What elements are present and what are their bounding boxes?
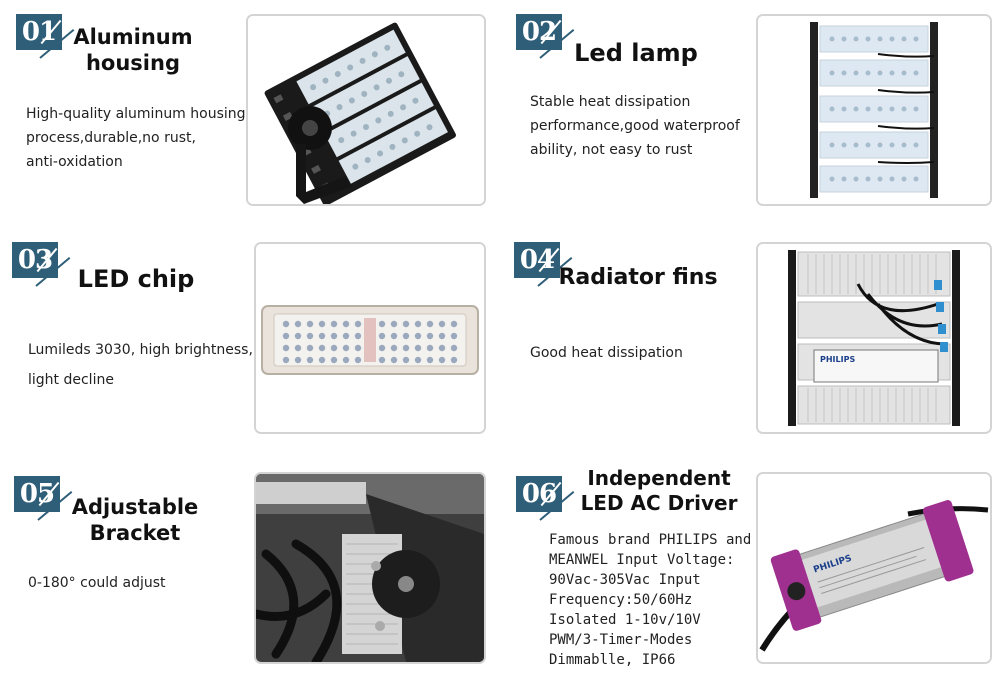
feature-title-line: Independent <box>587 466 731 490</box>
description-line: anti-oxidation <box>26 154 123 170</box>
feature-number-badge: 06 <box>516 476 562 512</box>
description-line: performance,good waterproof <box>530 118 740 134</box>
feature-title-line: Adjustable <box>71 495 199 519</box>
radiator-fins-photo-icon: PHILIPS <box>758 244 990 432</box>
feature-title-line: Aluminum <box>73 25 193 49</box>
description-line: Dimmablle, IP66 <box>549 652 676 668</box>
description-line: Good heat dissipation <box>530 345 683 361</box>
description-line: 0-180° could adjust <box>28 575 166 591</box>
floodlight-housing-photo-icon <box>248 16 484 204</box>
led-ac-driver-photo-icon: PHILIPS <box>758 474 990 662</box>
description-line: Stable heat dissipation <box>530 94 691 110</box>
description-line: Lumileds 3030, high brightness, <box>28 342 253 358</box>
description-line: 90Vac-305Vac Input <box>549 572 701 588</box>
description-line: process,durable,no rust, <box>26 130 196 146</box>
feature-image-frame: PHILIPS <box>756 242 992 434</box>
feature-title-line: Bracket <box>89 521 181 546</box>
feature-description: Stable heat dissipation performance,good… <box>530 90 756 162</box>
led-chip-board-photo-icon <box>256 244 484 432</box>
description-line: MEANWEL Input Voltage: <box>549 552 735 568</box>
feature-description: 0-180° could adjust <box>28 571 248 595</box>
feature-title-line: LED AC Driver <box>580 491 738 515</box>
feature-title: Independent LED AC Driver <box>574 466 744 516</box>
description-line: ability, not easy to rust <box>530 142 693 158</box>
led-module-stack-photo-icon <box>758 16 990 204</box>
driver-label-text: PHILIPS <box>820 355 855 364</box>
description-line: High-quality aluminum housing <box>26 106 246 122</box>
feature-number-badge: 04 <box>514 242 560 278</box>
feature-title: Radiator fins <box>556 264 720 292</box>
description-line: PWM/3-Timer-Modes <box>549 632 693 648</box>
feature-title: Led lamp <box>566 38 706 68</box>
description-line: light decline <box>28 372 114 388</box>
feature-title-line: Led lamp <box>574 39 698 67</box>
feature-image-frame <box>254 472 486 664</box>
feature-title: Aluminum housing <box>62 24 204 77</box>
adjustable-bracket-photo-icon <box>256 474 484 662</box>
feature-image-frame <box>246 14 486 206</box>
feature-title: Adjustable Bracket <box>66 494 204 547</box>
description-line: Isolated 1-10v/10V <box>549 612 701 628</box>
feature-number-badge: 01 <box>16 14 62 50</box>
feature-title-line: Radiator fins <box>558 265 718 290</box>
description-line: Frequency:50/60Hz <box>549 592 693 608</box>
feature-description: High-quality aluminum housing process,du… <box>26 102 246 174</box>
feature-image-frame: PHILIPS <box>756 472 992 664</box>
feature-description: Famous brand PHILIPS and MEANWEL Input V… <box>549 530 759 670</box>
feature-image-frame <box>756 14 992 206</box>
feature-image-frame <box>254 242 486 434</box>
feature-description: Lumileds 3030, high brightness, light de… <box>28 335 258 395</box>
description-line: Famous brand PHILIPS and <box>549 532 752 548</box>
feature-number-badge: 02 <box>516 14 562 50</box>
feature-title: LED chip <box>66 264 206 294</box>
feature-title-line: housing <box>85 51 180 76</box>
feature-title-line: LED chip <box>77 265 195 293</box>
feature-description: Good heat dissipation <box>530 341 750 365</box>
